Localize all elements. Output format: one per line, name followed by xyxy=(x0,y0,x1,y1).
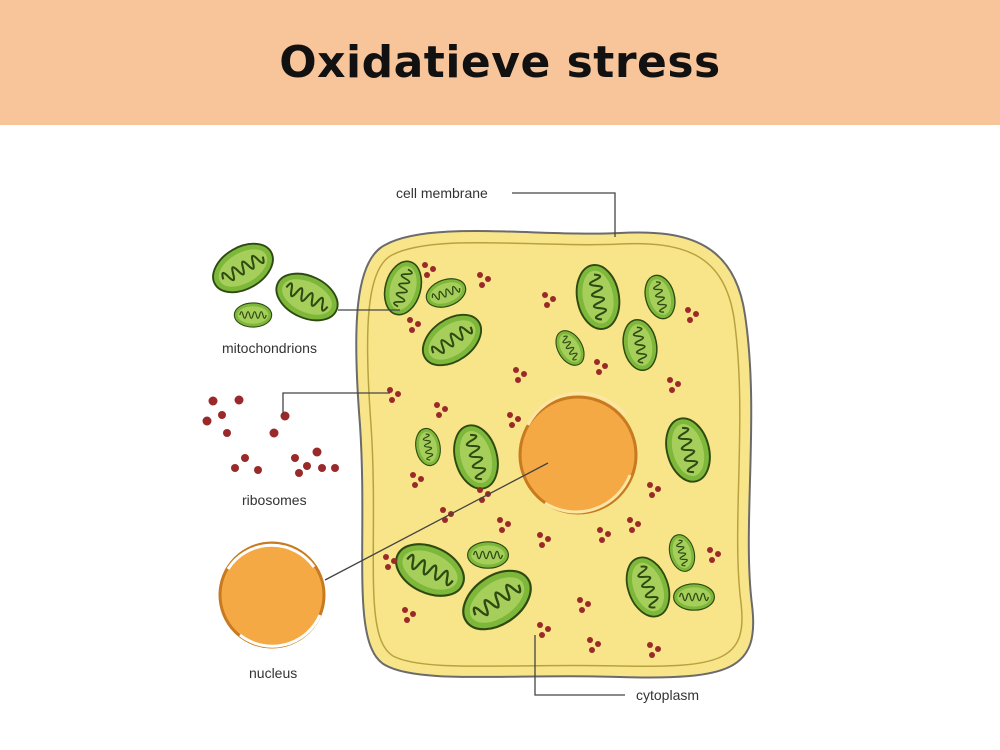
cell-membrane-inner xyxy=(366,241,743,668)
ribosomes-illustration xyxy=(202,395,339,477)
leader-lines xyxy=(282,192,625,696)
slide-header: Oxidatieve stress xyxy=(0,0,1000,125)
label-cytoplasm: cytoplasm xyxy=(636,687,699,703)
label-ribosomes: ribosomes xyxy=(242,492,307,508)
label-cell-membrane: cell membrane xyxy=(396,185,488,201)
slide-title: Oxidatieve stress xyxy=(279,37,721,88)
label-nucleus: nucleus xyxy=(249,665,297,681)
mitochondria-illustration xyxy=(203,232,347,331)
label-mitochondrions: mitochondrions xyxy=(222,340,317,356)
nucleus-in-cell xyxy=(518,391,638,515)
cell-diagram: cell membrane mitochondrions ribosomes n… xyxy=(202,185,755,703)
nucleus-illustration xyxy=(218,541,326,649)
